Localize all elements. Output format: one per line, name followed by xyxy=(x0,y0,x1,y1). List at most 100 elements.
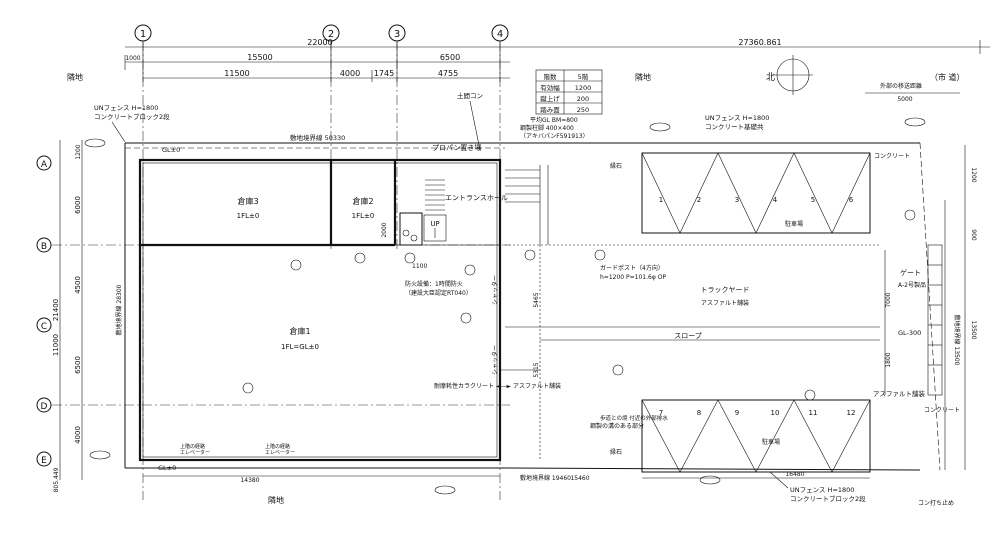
room-floor-level: 1FL±0 xyxy=(352,212,375,220)
dim-top-right: 27360.861 xyxy=(738,38,781,47)
post-box-note-line: ガードポスト（4方向） xyxy=(600,264,664,272)
grid-axis-label: 1 xyxy=(140,29,146,40)
parking-number: 7 xyxy=(659,409,663,417)
parking-number: 8 xyxy=(697,409,701,417)
table-cell: 蹴上げ xyxy=(540,94,560,103)
room-label-warehouse-2: 倉庫2 xyxy=(352,196,373,206)
grid-row-label: A xyxy=(41,160,48,170)
road-label: （市 道） xyxy=(930,72,965,82)
dim-bottom-right: 16480 xyxy=(785,471,804,478)
dim-inner: 2000 xyxy=(381,222,388,237)
grid-row-E: E xyxy=(36,451,52,467)
dim-right-side: 13500 xyxy=(970,320,977,339)
column-spec-note: 鋼製柱脚 400×400 （アキバパンF591913） xyxy=(520,124,589,140)
dim-span: 1745 xyxy=(374,69,394,78)
gate-label: ゲート xyxy=(900,268,921,277)
grid-axes: 1 2 3 4 A B C xyxy=(36,24,510,500)
shutter-label: シャッター xyxy=(491,275,499,305)
existing-wall-label: 外部の移送距離 xyxy=(880,82,922,90)
left-dimensions: 21400 1200 6000 4500 11000 6500 4000 805… xyxy=(52,140,83,492)
grid-axis-label: 4 xyxy=(497,29,503,40)
parking-bottom: 7 8 9 10 11 12 駐車場 16480 xyxy=(641,399,871,479)
parking-number: 2 xyxy=(697,196,701,204)
dim-left-span: 4500 xyxy=(74,276,82,294)
dim-inner: 1100 xyxy=(412,263,427,270)
stair-spec-table: 階数 5階 有効幅 1200 蹴上げ 200 踏み面 250 平均GL BM=8… xyxy=(530,69,603,124)
dim-span: 11500 xyxy=(224,69,249,78)
slope-label: スロープ xyxy=(674,332,702,340)
elevator-label: 上階の経路 xyxy=(265,443,290,450)
table-cell: 有効幅 xyxy=(540,83,560,92)
parking-number: 9 xyxy=(735,409,739,417)
building-outline: UP xyxy=(138,158,502,462)
boundary-left-label: 敷地境界線 28300 xyxy=(115,284,123,335)
dim-span: 15500 xyxy=(247,53,272,62)
shutter-label: シャッター xyxy=(491,345,499,375)
gl-top-label: GL±0 xyxy=(162,146,180,154)
table-cell: 階数 xyxy=(544,72,558,81)
boundary-top-label: 敷地境界線 50330 xyxy=(290,133,345,142)
fence-note-left: UNフェンス H=1800 コンクリートブロック2段 xyxy=(94,104,170,143)
fence-note-line: コンクリート基礎共 xyxy=(705,122,764,131)
joint-label: 鋼製の溝のある部分 xyxy=(590,422,644,430)
boundary-right-label: 敷地境界線 13500 xyxy=(953,315,961,366)
north-arrow: 北 xyxy=(766,55,813,95)
fence-note-line: UNフェンス H=1800 xyxy=(705,114,769,122)
fence-note-line: コンクリートブロック2段 xyxy=(94,112,170,121)
neighbor-label-top-right: 隣地 xyxy=(635,72,651,82)
parking-number: 6 xyxy=(849,196,854,204)
gate-product-label: A-2号製品 xyxy=(898,281,926,289)
fence-note-line: UNフェンス H=1800 xyxy=(94,104,158,112)
column-spec-line: （アキバパンF591913） xyxy=(520,133,589,140)
curb-label: 縁石 xyxy=(610,448,622,456)
dim-left-span: 6500 xyxy=(74,356,82,374)
elevator-label: エレベーター xyxy=(180,449,210,456)
dim-left-span: 4000 xyxy=(74,426,82,444)
room-floor-level: 1FL=GL±0 xyxy=(281,343,319,351)
parking-label: 駐車場 xyxy=(785,220,803,228)
dim-right-side: 900 xyxy=(970,229,977,241)
grid-axis-label: 3 xyxy=(394,29,400,40)
north-label: 北 xyxy=(766,72,775,83)
table-cell: 250 xyxy=(577,106,589,114)
dim-left-span: 6000 xyxy=(74,196,82,214)
grid-row-B: B xyxy=(36,237,52,253)
grid-row-label: B xyxy=(41,242,47,252)
gl-bottom-label: GL±0 xyxy=(158,464,176,472)
concrete-end-label: コン打ち止め xyxy=(918,499,954,507)
neighbor-label-bottom: 隣地 xyxy=(268,495,284,505)
gate-area: ゲート A-2号製品 GL-300 アスファルト舗装 コンクリート コン打ち止め… xyxy=(873,153,960,507)
gl-300-label: GL-300 xyxy=(898,329,921,337)
parking-number: 10 xyxy=(771,409,780,417)
fence-note-line: UNフェンス H=1800 xyxy=(790,486,854,494)
table-cell: 200 xyxy=(577,95,589,103)
site-boundary: 敷地境界線 50330 敷地境界線 19460 敷地境界線 28300 敷地境界… xyxy=(115,133,961,482)
dim-left-span: 11000 xyxy=(52,334,60,356)
parking-number: 1 xyxy=(659,196,663,204)
dim-overall-top: 22000 xyxy=(307,38,332,47)
table-cell: 踏み面 xyxy=(540,105,560,114)
soil-concrete-label: 土間コン xyxy=(457,91,483,100)
fence-note-bottom: UNフェンス H=1800 コンクリートブロック2段 xyxy=(769,471,866,503)
concrete-label: コンクリート xyxy=(924,407,960,414)
fence-note-right: UNフェンス H=1800 コンクリート基礎共 xyxy=(705,114,769,131)
dim-left-total: 21400 xyxy=(52,299,60,321)
dim-left-span: 805.449 xyxy=(53,467,60,492)
dim-bottom-left: 14380 xyxy=(240,477,259,484)
propane-label: プロパン置き場 xyxy=(432,143,481,152)
dim-span: 4755 xyxy=(438,69,458,78)
dim-inner: 5465 xyxy=(533,292,540,307)
dim-right-side: 7000 xyxy=(885,292,892,307)
concrete-label-top: コンクリート xyxy=(874,153,910,160)
parking-top: 1 2 3 4 5 6 駐車場 xyxy=(641,152,871,234)
dim-right-side: 1800 xyxy=(885,352,892,367)
asphalt-label: アスファルト舗装 xyxy=(873,389,926,398)
grid-row-A: A xyxy=(36,155,52,171)
top-dimensions: 22000 27360.861 1000 15500 6500 11500 40… xyxy=(124,38,990,82)
table-cell: 5階 xyxy=(578,72,589,81)
parking-number: 12 xyxy=(847,409,856,417)
neighbor-label-top-left: 隣地 xyxy=(67,72,83,82)
fire-door-note-line: （建設大臣認定RT040） xyxy=(405,289,472,297)
room-label-warehouse-3: 倉庫3 xyxy=(237,196,258,206)
fence-note-line: コンクリートブロック2段 xyxy=(790,494,866,503)
